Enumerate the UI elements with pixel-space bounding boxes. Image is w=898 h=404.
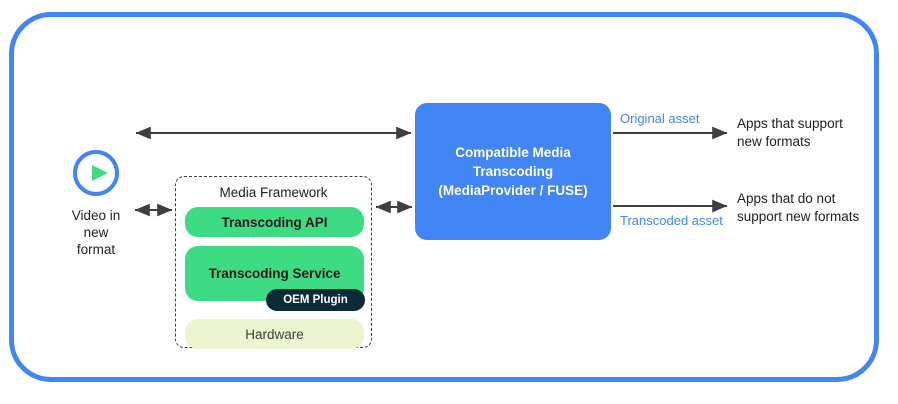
transcoding-api-block: Transcoding API [185,207,364,237]
media-framework-title: Media Framework [219,185,328,200]
play-circle-icon [73,150,119,196]
edge-label-original-asset: Original asset [620,111,700,126]
media-framework-group: Media Framework Transcoding API Transcod… [175,176,372,349]
video-source-node: Video in new format [45,150,147,258]
compatible-media-transcoding-box: Compatible Media Transcoding (MediaProvi… [415,103,611,240]
hardware-block: Hardware [185,319,364,349]
sink-apps-supporting-new-formats: Apps that support new formats [737,116,843,149]
transcoding-service-label: Transcoding Service [208,266,341,281]
transcoding-service-block: Transcoding Service OEM Plugin [185,246,365,311]
media-framework-stack: Transcoding API Transcoding Service OEM … [185,207,365,349]
edge-label-transcoded-asset: Transcoded asset [620,213,723,228]
sink-apps-not-supporting-new-formats: Apps that do not support new formats [737,191,860,224]
video-source-label: Video in new format [71,208,121,257]
oem-plugin-badge: OEM Plugin [266,289,365,311]
